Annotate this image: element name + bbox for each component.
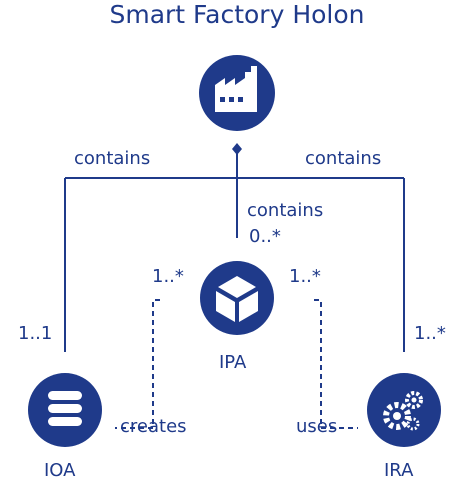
composition-diamond xyxy=(232,143,242,155)
multiplicity-ipa-ioa: 1..* xyxy=(152,266,184,287)
edge-ipa-ira-dashed xyxy=(314,299,358,429)
factory-node xyxy=(199,55,275,131)
ioa-node xyxy=(28,373,102,447)
node-label-ira: IRA xyxy=(384,460,414,481)
ira-node-circle xyxy=(367,373,441,447)
node-label-ioa: IOA xyxy=(44,460,76,481)
multiplicity-factory-ioa: 1..1 xyxy=(18,323,53,344)
edge-label-ipa-ira: uses xyxy=(296,416,338,437)
factory-icon xyxy=(215,66,257,112)
gears-icon xyxy=(383,391,423,431)
multiplicity-factory-ipa: 0..* xyxy=(249,226,281,247)
factory-window-3 xyxy=(238,97,243,102)
factory-window-1 xyxy=(220,97,225,102)
edge-label-factory-ira: contains xyxy=(305,148,382,169)
multiplicity-factory-ira: 1..* xyxy=(414,323,446,344)
cube-icon xyxy=(216,276,258,322)
ira-node xyxy=(367,373,441,447)
ipa-node xyxy=(200,261,274,335)
edge-ipa-ioa-dashed xyxy=(115,299,160,429)
factory-window-2 xyxy=(229,97,234,102)
database-icon xyxy=(48,391,82,426)
edge-label-factory-ipa: contains xyxy=(247,200,324,221)
diagram-title: Smart Factory Holon xyxy=(109,0,365,29)
edge-label-factory-ioa: contains xyxy=(74,148,151,169)
edge-label-ipa-ioa: creates xyxy=(120,416,187,437)
node-label-ipa: IPA xyxy=(219,352,247,373)
multiplicity-ipa-ira: 1..* xyxy=(289,266,321,287)
